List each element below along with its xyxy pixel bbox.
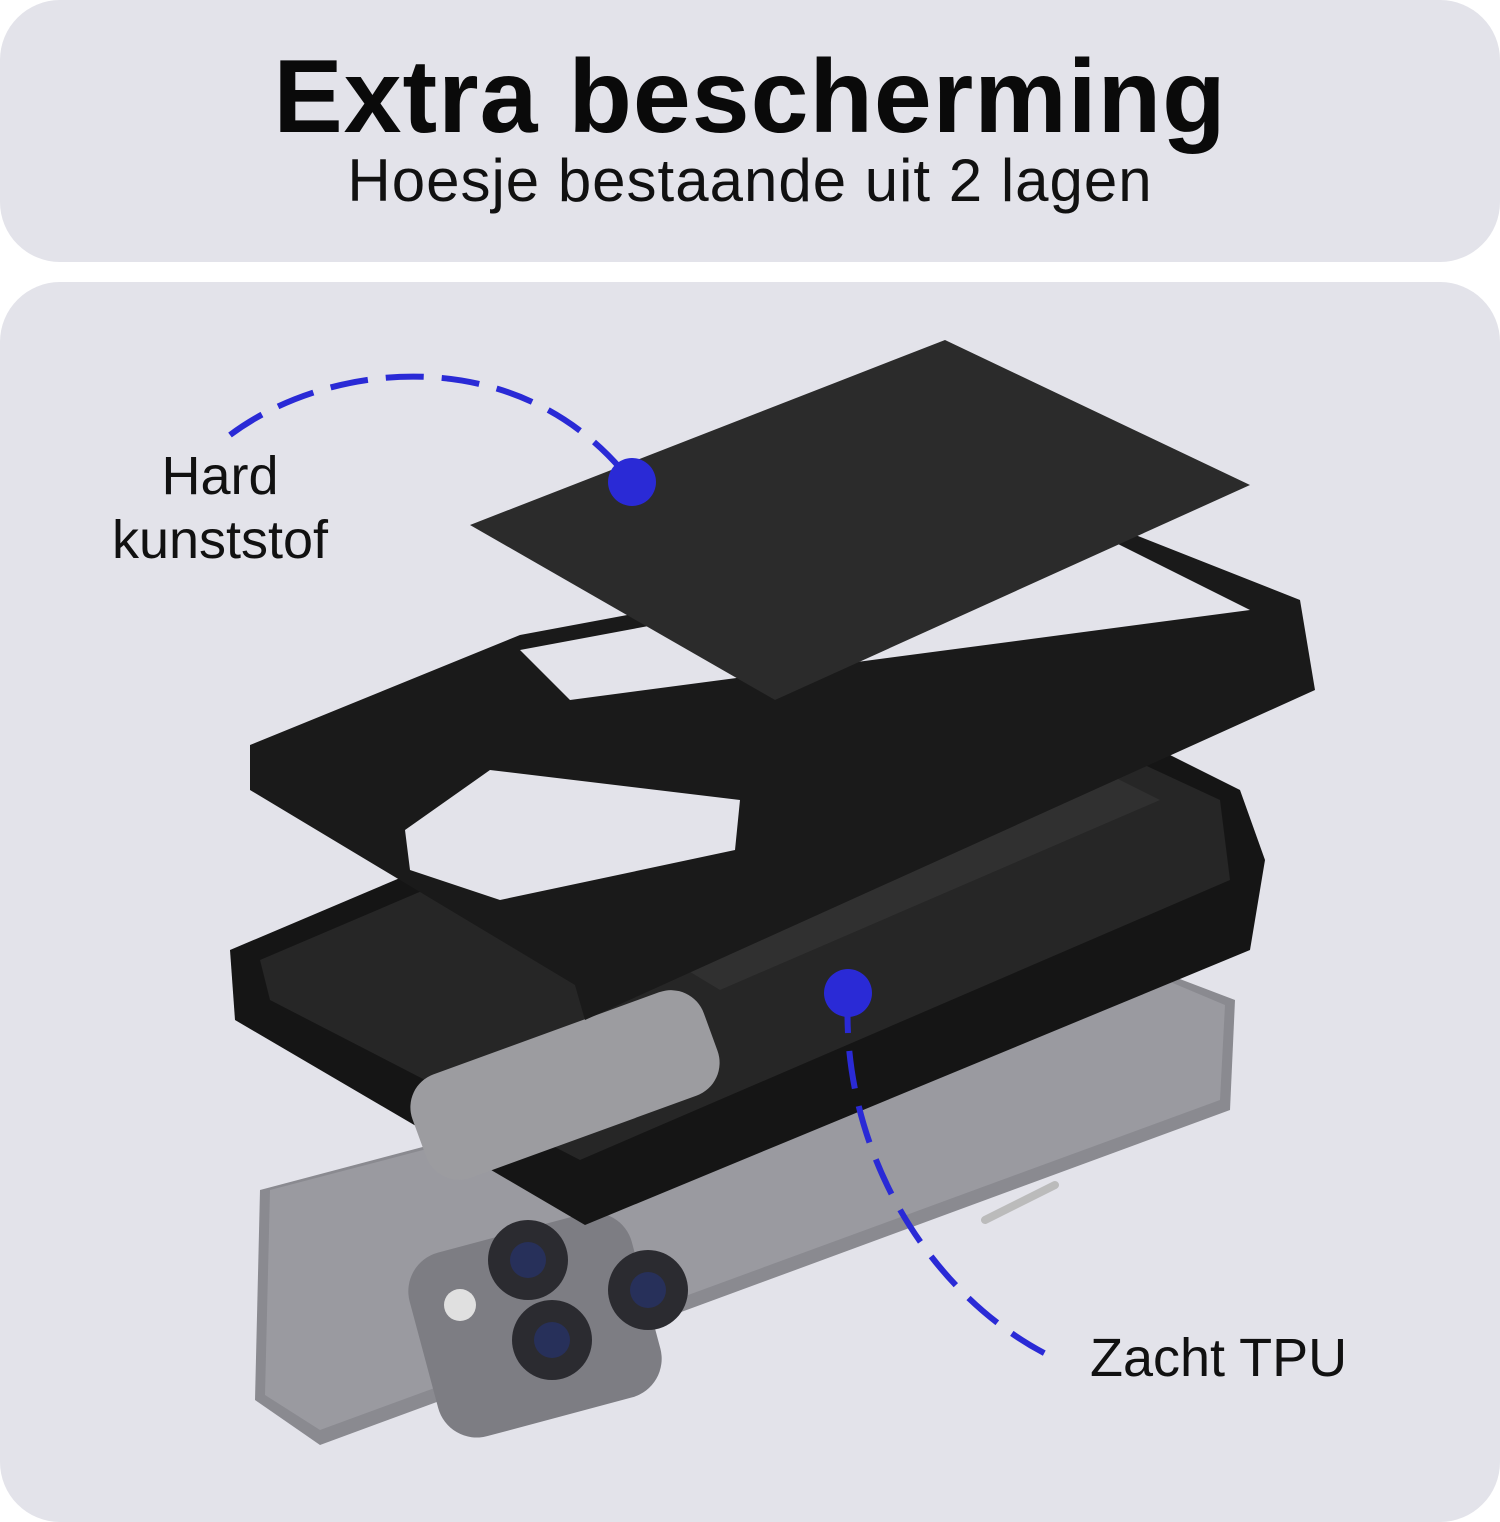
hard-label-line2: kunststof xyxy=(111,510,329,570)
tpu-callout-dot xyxy=(824,969,872,1017)
tpu-callout-line xyxy=(844,994,1060,1363)
hard-label-line1: Hard xyxy=(161,446,279,506)
header-panel: Extra bescherming Hoesje bestaande uit 2… xyxy=(0,0,1500,262)
page-title: Extra bescherming xyxy=(273,39,1227,155)
page-subtitle: Hoesje bestaande uit 2 lagen xyxy=(347,147,1153,214)
soft-tpu-label: Zacht TPU xyxy=(1090,1328,1348,1388)
hard-callout-dot xyxy=(608,458,656,506)
phone-image xyxy=(255,960,1235,1445)
hard-plastic-label: Hard kunststof xyxy=(80,444,360,572)
hard-shell-image xyxy=(250,340,1315,1020)
